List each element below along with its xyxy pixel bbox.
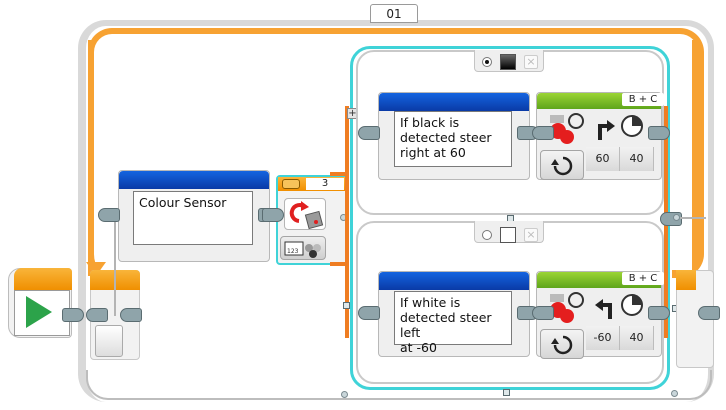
loop-data-port-right[interactable] xyxy=(671,390,678,397)
switch-sequence-wire-out xyxy=(330,262,348,266)
loop-input-plug[interactable] xyxy=(86,308,108,322)
case-white-remove-button[interactable]: × xyxy=(524,228,538,242)
steering-value-black[interactable]: 60 xyxy=(586,147,620,171)
loop-body-wire xyxy=(114,210,116,316)
loop-name-label[interactable]: 01 xyxy=(370,4,418,23)
turn-right-arrow-icon xyxy=(596,118,616,144)
comment-block-header xyxy=(379,93,529,111)
play-icon[interactable] xyxy=(26,296,52,328)
move-white-input-plug[interactable] xyxy=(532,306,554,320)
case-black-colour-swatch[interactable] xyxy=(500,54,516,70)
loop-mode-selector[interactable] xyxy=(95,325,123,357)
switch-exit-wire xyxy=(680,217,706,219)
start-output-plug[interactable] xyxy=(62,308,84,322)
move-steering-black-ports[interactable]: B + C xyxy=(622,93,664,106)
switch-view-toggle[interactable] xyxy=(282,179,300,189)
power-gauge-icon xyxy=(620,293,644,321)
case-black-default-radio[interactable] xyxy=(482,57,492,67)
switch-input-plug[interactable] xyxy=(262,208,284,222)
start-block-header xyxy=(14,268,72,290)
loop-body-plug[interactable] xyxy=(120,308,142,322)
comment-text-black[interactable]: If black is detected steer right at 60 xyxy=(394,111,512,167)
case-divider-handle-left[interactable] xyxy=(343,302,350,309)
colour-sensor-compare-icon[interactable] xyxy=(284,198,326,230)
move-black-output-plug[interactable] xyxy=(648,126,670,140)
power-value-white[interactable]: 40 xyxy=(620,326,654,350)
loop-end-plug[interactable] xyxy=(698,306,720,320)
case-black-remove-button[interactable]: × xyxy=(524,55,538,69)
rotate-on-icon[interactable] xyxy=(540,150,584,180)
comment-block-header xyxy=(379,272,529,290)
case-divider-handle-bottom[interactable] xyxy=(503,389,510,396)
loop-sequence-wire-right xyxy=(692,40,698,278)
switch-sequence-wire-left xyxy=(345,106,349,338)
loop-data-port-left[interactable] xyxy=(341,391,348,398)
switch-exit-port[interactable] xyxy=(673,214,680,221)
comment-text-white[interactable]: If white is detected steer left at -60 xyxy=(394,291,512,355)
comment-block-header xyxy=(119,171,269,189)
case-white-colour-swatch[interactable] xyxy=(500,227,516,243)
loop-end-header xyxy=(676,270,696,290)
steering-value-white[interactable]: -60 xyxy=(586,326,620,350)
move-white-output-plug[interactable] xyxy=(648,306,670,320)
power-value-black[interactable]: 40 xyxy=(620,147,654,171)
switch-port-selector[interactable]: 3 xyxy=(306,178,344,190)
move-black-input-plug[interactable] xyxy=(532,126,554,140)
move-steering-motor-icon xyxy=(548,290,584,326)
measure-colour-icon[interactable]: 123 xyxy=(280,236,326,260)
power-gauge-icon xyxy=(620,114,644,142)
rotate-on-icon[interactable] xyxy=(540,329,584,359)
loop-block-frame[interactable] xyxy=(78,20,714,402)
switch-sequence-wire-in xyxy=(330,172,348,176)
comment-white-input-plug[interactable] xyxy=(358,306,380,320)
comment-black-input-plug[interactable] xyxy=(358,126,380,140)
move-steering-motor-icon xyxy=(548,111,584,147)
svg-text:123: 123 xyxy=(287,248,299,255)
comment-input-plug[interactable] xyxy=(98,208,120,222)
turn-left-arrow-icon xyxy=(594,297,614,323)
loop-sequence-wire-down xyxy=(88,40,94,276)
case-white-default-radio[interactable] xyxy=(482,230,492,240)
comment-text-colour-sensor[interactable]: Colour Sensor xyxy=(133,191,253,245)
move-steering-white-ports[interactable]: B + C xyxy=(622,272,664,285)
